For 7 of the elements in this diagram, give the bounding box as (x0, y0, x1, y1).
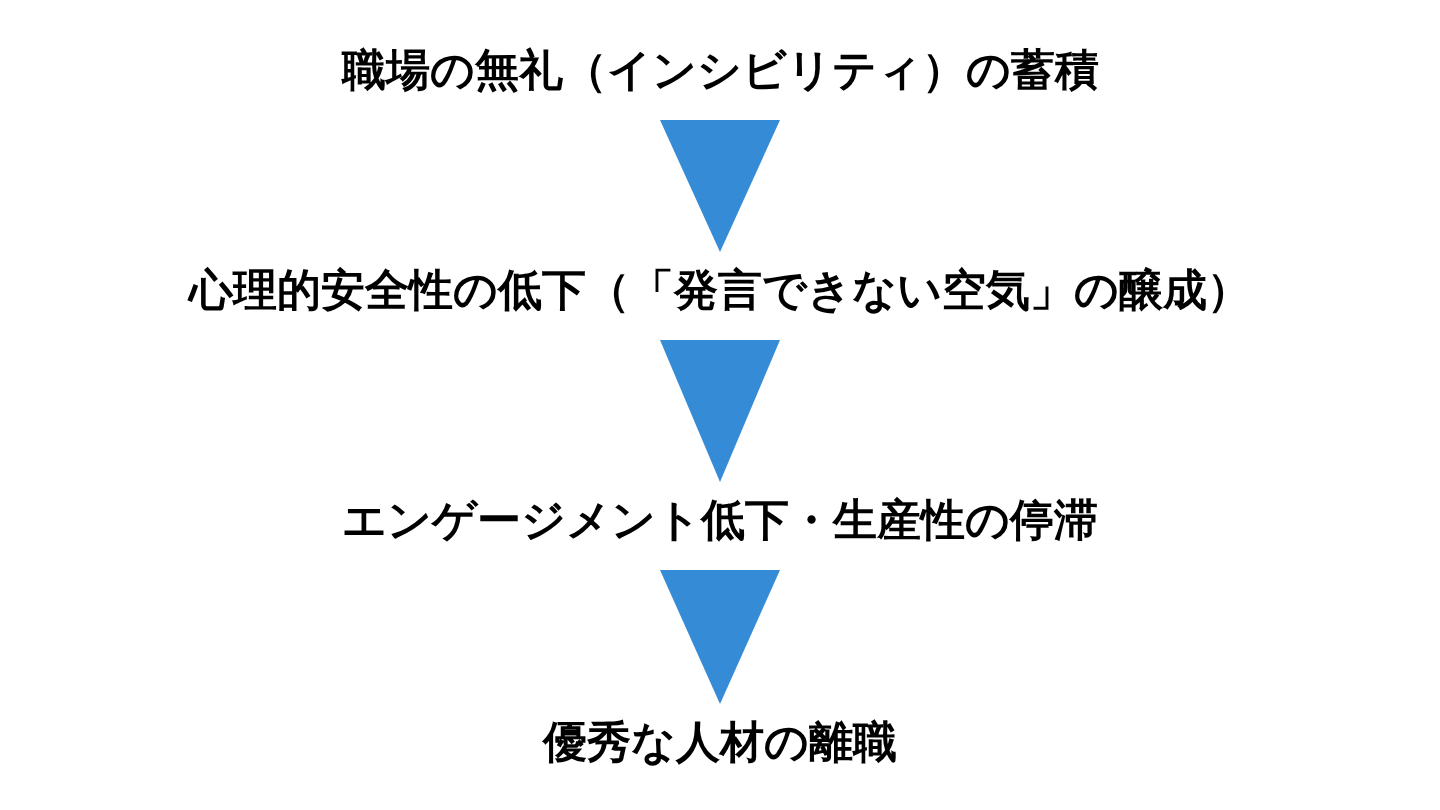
step-text: 職場の無礼（インシビリティ）の蓄積 (341, 42, 1099, 98)
down-arrow (660, 340, 780, 482)
down-arrow (660, 570, 780, 704)
step-text: 優秀な人材の離職 (543, 714, 897, 770)
down-arrow (660, 120, 780, 252)
step-text: エンゲージメント低下・生産性の停滞 (342, 492, 1098, 548)
step-text: 心理的安全性の低下（「発言できない空気」の醸成） (189, 262, 1251, 318)
